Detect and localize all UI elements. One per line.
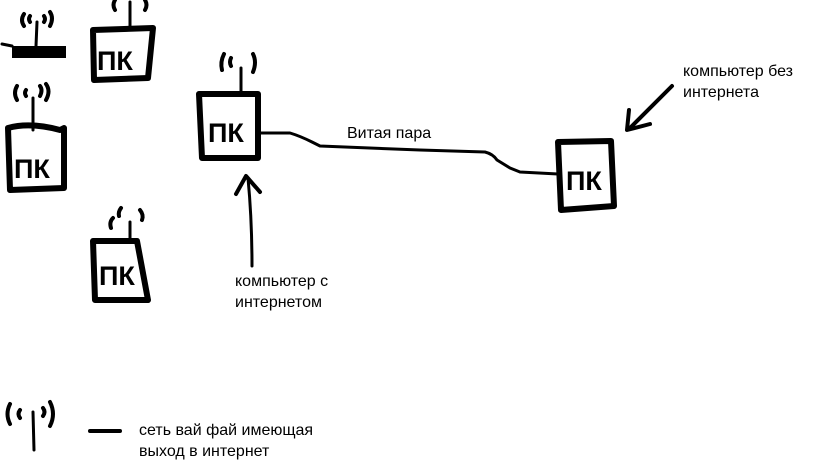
arrow-to-pc-with-internet [234,174,262,268]
legend-text-line2: выход в интернет [139,443,270,460]
pc-label: ПК [14,154,50,184]
pc-node-bottom [90,206,151,303]
pc-without-internet [555,138,617,213]
pc-label: ПК [208,118,244,148]
pc-node-top [90,0,156,83]
twisted-pair-cable [256,131,560,176]
pc-with-internet [196,52,261,161]
legend-text-line1: сеть вай фай имеющая [139,422,314,439]
router-icon [0,10,66,58]
legend-wifi-icon [5,400,55,452]
pc-label: ПК [97,46,133,76]
pc-label: ПК [99,261,135,291]
computer-with-internet-label-line1: компьютер с [235,273,329,290]
pc-label: ПК [566,166,602,196]
cable-label: Витая пара [347,125,432,142]
computer-without-internet-label-line1: компьютер без [683,63,793,80]
computer-with-internet-label-line2: интернетом [235,294,322,311]
computer-without-internet-label-line2: интернета [683,84,759,101]
pc-node-left [5,82,67,193]
arrow-to-pc-without-internet [625,84,674,132]
